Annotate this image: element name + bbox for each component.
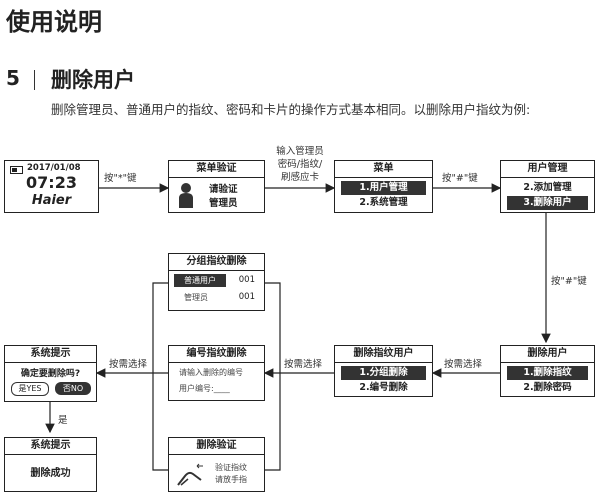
group-row2-label: 管理员: [184, 293, 208, 302]
menu-item-delete-user[interactable]: 3.删除用户: [507, 196, 588, 210]
user-management-screen: 用户管理 2.添加管理 3.删除用户: [500, 160, 595, 213]
finger-press-icon: [175, 458, 205, 488]
delete-success-message: 删除成功: [30, 468, 71, 479]
menu-screen: 菜单 1.用户管理 2.系统管理: [334, 160, 433, 213]
edge-press-hash-2: 按"#"键: [551, 276, 587, 287]
brand-logo: Haier: [31, 193, 72, 208]
menu-item-delete-password[interactable]: 2.删除密码: [523, 382, 572, 393]
menu-verify-screen: 菜单验证 请验证 管理员: [168, 160, 265, 213]
edge-yes: 是: [58, 415, 68, 426]
group-row-normal-user[interactable]: 普通用户 001: [174, 274, 259, 287]
verify-line2: 管理员: [209, 198, 238, 209]
yes-button[interactable]: 是YES: [11, 382, 49, 396]
delete-success-title: 系统提示: [5, 438, 96, 455]
edge-choose-2: 按需选择: [284, 359, 323, 370]
edge-press-hash-1: 按"#"键: [442, 173, 478, 184]
menu-title: 菜单: [335, 161, 432, 178]
device-date: 2017/01/08: [27, 163, 81, 173]
delete-success-screen: 系统提示 删除成功: [4, 437, 97, 492]
edge-input-admin-3: 刷感应卡: [280, 172, 319, 183]
menu-item-system-management[interactable]: 2.系统管理: [359, 197, 408, 208]
user-management-title: 用户管理: [501, 161, 594, 178]
group-row2-value: 001: [238, 292, 255, 302]
edge-input-admin-1: 输入管理员: [276, 146, 324, 157]
edge-choose-3: 按需选择: [109, 359, 148, 370]
delete-fingerprint-user-title: 删除指纹用户: [335, 346, 432, 363]
menu-verify-title: 菜单验证: [169, 161, 264, 178]
edge-choose-1: 按需选择: [444, 359, 483, 370]
menu-item-delete-fingerprint[interactable]: 1.删除指纹: [507, 366, 588, 380]
delete-verify-line2: 请放手指: [215, 475, 247, 484]
battery-icon: [10, 166, 23, 174]
menu-item-add-admin[interactable]: 2.添加管理: [523, 182, 572, 193]
document-title: 使用说明: [6, 8, 102, 36]
group-delete-title: 分组指纹删除: [169, 254, 264, 271]
delete-verify-screen: 删除验证 验证指纹 请放手指: [168, 437, 265, 492]
section-divider: [34, 70, 35, 90]
menu-item-user-management[interactable]: 1.用户管理: [341, 181, 426, 195]
intro-text: 删除管理员、普通用户的指纹、密码和卡片的操作方式基本相同。以删除用户指纹为例:: [51, 102, 531, 117]
delete-verify-line1: 验证指纹: [215, 463, 247, 472]
menu-item-number-delete[interactable]: 2.编号删除: [359, 382, 408, 393]
confirm-question: 确定要删除吗?: [20, 369, 81, 379]
menu-item-group-delete[interactable]: 1.分组删除: [341, 366, 426, 380]
section-number: 5: [6, 66, 20, 90]
delete-fingerprint-user-screen: 删除指纹用户 1.分组删除 2.编号删除: [334, 345, 433, 397]
number-delete-prompt: 请输入删除的编号: [179, 368, 243, 377]
device-screen: 2017/01/08 07:23 Haier: [4, 160, 99, 213]
group-row1-value: 001: [238, 275, 255, 285]
user-number-field[interactable]: 用户编号:____: [179, 384, 230, 393]
edge-input-admin-2: 密码/指纹/: [277, 159, 323, 170]
group-row-admin[interactable]: 管理员 001: [174, 291, 259, 304]
no-button[interactable]: 否NO: [55, 382, 91, 395]
number-delete-screen: 编号指纹删除 请输入删除的编号 用户编号:____: [168, 345, 265, 401]
section-title: 删除用户: [51, 68, 135, 92]
group-row1-label: 普通用户: [174, 274, 226, 287]
device-time: 07:23: [26, 173, 77, 192]
delete-user-title: 删除用户: [501, 346, 594, 363]
edge-press-star: 按"*"键: [104, 173, 137, 184]
confirm-delete-screen: 系统提示 确定要删除吗? 是YES 否NO: [4, 345, 97, 402]
confirm-delete-title: 系统提示: [5, 346, 96, 363]
delete-verify-title: 删除验证: [169, 438, 264, 455]
verify-line1: 请验证: [209, 184, 238, 195]
group-delete-screen: 分组指纹删除 普通用户 001 管理员 001: [168, 253, 265, 311]
number-delete-title: 编号指纹删除: [169, 346, 264, 363]
person-icon: [178, 182, 194, 208]
delete-user-screen: 删除用户 1.删除指纹 2.删除密码: [500, 345, 595, 397]
